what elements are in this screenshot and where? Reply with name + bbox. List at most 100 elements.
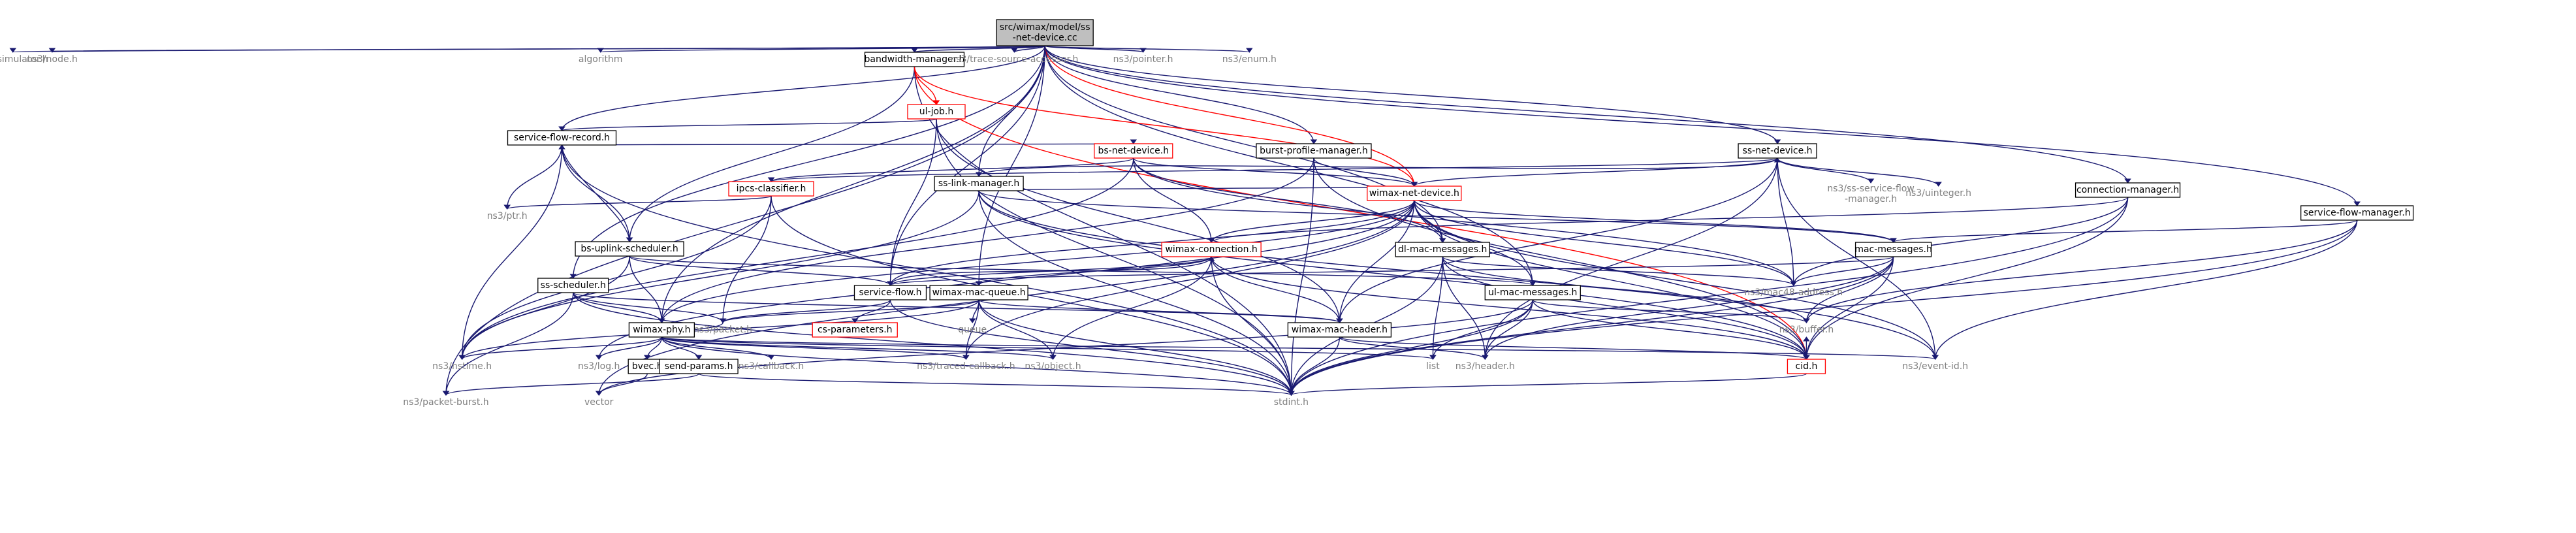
edge-wimax-net-device-to-traced-callback: [965, 200, 1415, 360]
edge-dl-mac-messages-to-mac48-address: [1442, 256, 1794, 286]
node-ss-service-flow-manager: ns3/ss-service-flow-manager.h: [1827, 184, 1914, 204]
arrow-head-bandwidth-manager: [911, 48, 918, 53]
node-ul-job[interactable]: ul-job.h: [907, 104, 966, 120]
arrow-head-header: [1482, 355, 1489, 360]
edge-root-to-connection-manager: [1044, 45, 2129, 184]
node-label: wimax-mac-queue.h: [932, 287, 1026, 298]
edge-root-to-ss-net-device: [1044, 45, 1778, 144]
node-box: [1287, 322, 1392, 338]
edge-wimax-connection-to-object: [1052, 256, 1212, 360]
arrow-head-ptr: [503, 204, 511, 210]
node-label: ns3/nstime.h: [432, 361, 492, 372]
node-label: list: [1426, 361, 1440, 372]
node-label: cid.h: [1796, 361, 1818, 372]
edge-ss-net-device-to-event-id: [1777, 157, 1936, 360]
arrow-head-list: [1429, 355, 1437, 360]
node-wimax-connection[interactable]: wimax-connection.h: [1161, 242, 1262, 257]
edge-wimax-mac-queue-to-nstime: [461, 299, 979, 360]
node-buffer: ns3/buffer.h: [1779, 325, 1834, 335]
node-wimax-net-device[interactable]: wimax-net-device.h: [1367, 186, 1462, 201]
node-label: algorithm: [579, 54, 623, 65]
node-label: ns3/trace-source-accessor.h: [950, 54, 1078, 65]
arrow-head-stdint: [1288, 391, 1295, 396]
node-node: ns3/node.h: [27, 54, 78, 65]
node-connection-manager[interactable]: connection-manager.h: [2075, 182, 2181, 198]
node-cid[interactable]: cid.h: [1787, 359, 1826, 374]
node-wimax-phy[interactable]: wimax-phy.h: [628, 322, 695, 338]
node-bs-uplink-scheduler[interactable]: bs-uplink-scheduler.h: [575, 241, 684, 257]
node-ss-net-device[interactable]: ss-net-device.h: [1738, 143, 1817, 159]
edge-service-flow-manager-to-buffer: [1805, 219, 2358, 323]
edges-layer: [9, 45, 2361, 396]
edge-dl-mac-messages-to-list: [1432, 256, 1443, 360]
node-label: service-flow.h: [859, 287, 921, 298]
node-list: list: [1426, 361, 1440, 372]
arrow-head-wimax-connection: [1207, 256, 1215, 261]
edge-service-flow-record-to-bs-net-device: [561, 143, 1134, 146]
node-box: [929, 285, 1028, 300]
edge-wimax-connection-to-stdint: [1211, 256, 1292, 396]
node-ipcs-classifier[interactable]: ipcs-classifier.h: [728, 181, 814, 197]
node-mac48-address: ns3/mac48-address.h: [1744, 287, 1843, 298]
edge-service-flow-record-to-ptr: [506, 144, 563, 210]
node-bandwidth-manager[interactable]: bandwidth-manager.h: [865, 52, 965, 67]
node-service-flow-record[interactable]: service-flow-record.h: [507, 130, 617, 146]
edge-burst-profile-manager-to-wimax-net-device: [1313, 157, 1415, 187]
node-label: ns3/enum.h: [1222, 54, 1277, 65]
edge-mac-messages-to-buffer: [1805, 256, 1894, 323]
edge-wimax-mac-queue-to-object: [978, 299, 1054, 360]
edge-wimax-net-device-to-mac-messages: [1414, 200, 1894, 243]
node-label: queue: [958, 325, 987, 335]
node-root[interactable]: src/wimax/model/ss-net-device.cc: [996, 19, 1094, 46]
edge-bs-net-device-to-ipcs-classifier: [771, 157, 1134, 182]
node-bs-net-device[interactable]: bs-net-device.h: [1094, 143, 1173, 159]
arrow-head-bs-net-device: [1130, 139, 1137, 144]
edge-wimax-connection-to-cid: [1211, 256, 1807, 360]
node-dl-mac-messages[interactable]: dl-mac-messages.h: [1395, 242, 1490, 257]
edge-ss-net-device-to-ipcs-classifier: [771, 157, 1778, 182]
node-ss-link-manager[interactable]: ss-link-manager.h: [934, 176, 1024, 191]
node-box: [907, 104, 966, 120]
node-wimax-mac-queue[interactable]: wimax-mac-queue.h: [929, 285, 1028, 300]
node-wimax-mac-header[interactable]: wimax-mac-header.h: [1287, 322, 1392, 338]
node-label: connection-manager.h: [2076, 185, 2179, 195]
arrow-head-wimax-mac-queue: [975, 281, 983, 286]
node-box: [1484, 285, 1581, 300]
edge-ipcs-classifier-to-stdint: [771, 195, 1292, 396]
edge-burst-profile-manager-to-cid: [1313, 157, 1807, 360]
node-trace-source-accessor: ns3/trace-source-accessor.h: [950, 54, 1078, 65]
node-service-flow-manager[interactable]: service-flow-manager.h: [2300, 205, 2414, 221]
node-service-flow[interactable]: service-flow.h: [853, 285, 927, 300]
edge-ipcs-classifier-to-nstime: [461, 195, 772, 360]
edge-root-to-wimax-net-device: [1044, 45, 1415, 187]
node-label: ns3/log.h: [578, 361, 620, 372]
node-send-params[interactable]: send-params.h: [659, 359, 739, 374]
edge-service-flow-manager-to-stdint: [1290, 219, 2358, 396]
edge-wimax-phy-to-list: [661, 336, 1434, 360]
edge-dl-mac-messages-to-cid: [1442, 256, 1807, 360]
edge-connection-manager-to-wimax-connection: [1211, 197, 2129, 243]
edge-root-to-node: [52, 45, 1045, 53]
edge-service-flow-manager-to-mac-messages: [1892, 219, 2358, 243]
node-ul-mac-messages[interactable]: ul-mac-messages.h: [1484, 285, 1581, 300]
node-mac-messages[interactable]: mac-messages.h: [1854, 242, 1932, 257]
edge-root-to-algorithm: [599, 45, 1045, 53]
node-ss-scheduler[interactable]: ss-scheduler.h: [537, 278, 609, 293]
edge-mac-messages-to-stdint: [1290, 256, 1894, 396]
arrow-head-vector: [595, 391, 603, 396]
arrow-head-ss-net-device: [1773, 139, 1781, 144]
edge-ss-net-device-to-header: [1484, 157, 1778, 360]
edge-wimax-mac-queue-to-wimax-mac-header: [978, 299, 1341, 323]
edge-wimax-mac-header-to-header: [1339, 336, 1486, 360]
edge-wimax-mac-queue-to-traced-callback: [965, 299, 979, 360]
node-cs-parameters[interactable]: cs-parameters.h: [812, 322, 898, 338]
edge-root-to-service-flow-manager: [1044, 45, 2358, 206]
edge-service-flow-record-to-stdint: [561, 144, 1292, 396]
node-label: ns3/node.h: [27, 54, 78, 65]
node-bvec[interactable]: bvec.h: [628, 359, 667, 374]
arrow-head-packet-burst: [442, 391, 450, 396]
node-label: bandwidth-manager.h: [865, 54, 965, 65]
node-label: ss-link-manager.h: [938, 178, 1019, 189]
node-box: [2075, 182, 2181, 198]
node-burst-profile-manager[interactable]: burst-profile-manager.h: [1256, 143, 1372, 159]
